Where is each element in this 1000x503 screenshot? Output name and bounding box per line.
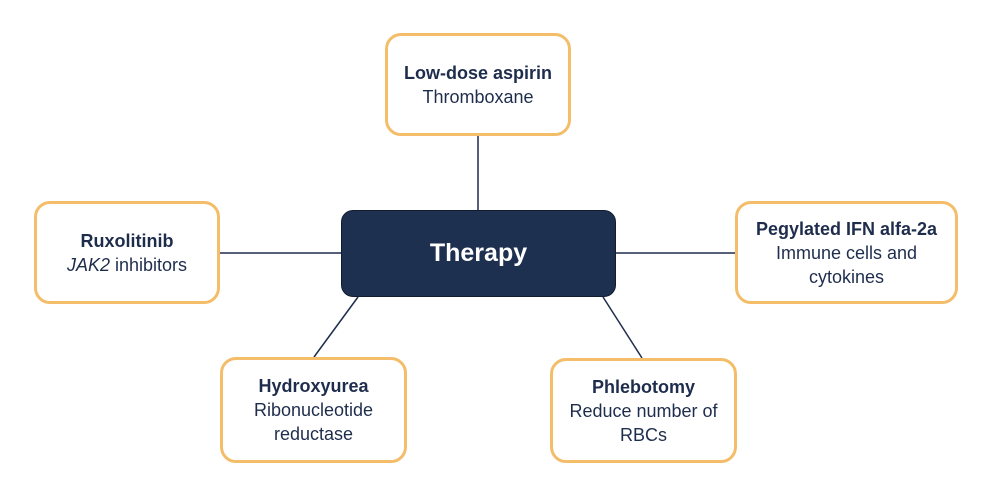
node-ruxolitinib: Ruxolitinib JAK2 inhibitors [34,201,220,304]
node-title: Pegylated IFN alfa-2a [755,218,938,239]
node-title: Low-dose aspirin [403,62,553,83]
node-title: Phlebotomy [591,376,695,397]
node-subtitle: Reduce number of RBCs [569,400,718,445]
gene-name: JAK2 [66,254,110,275]
connector-bottom-left [313,296,359,358]
node-pegylated-ifn: Pegylated IFN alfa-2a Immune cells and c… [735,201,958,304]
connector-bottom-right [602,296,643,359]
node-subtitle: Ribonucleotide reductase [253,400,374,444]
node-title: Hydroxyurea [258,376,369,396]
node-hydroxyurea: Hydroxyurea Ribonucleotide reductase [220,357,407,463]
node-subtitle: JAK2 inhibitors [67,253,187,277]
node-subtitle: Thromboxane [422,86,534,107]
node-low-dose-aspirin: Low-dose aspirin Thromboxane [385,33,571,136]
node-title: Ruxolitinib [80,230,174,251]
node-phlebotomy: Phlebotomy Reduce number of RBCs [550,358,737,463]
center-label: Therapy [429,239,528,267]
center-node-therapy: Therapy [341,210,616,297]
node-subtitle: Immune cells and cytokines [775,242,918,287]
node-subtitle-text: inhibitors [115,254,188,275]
